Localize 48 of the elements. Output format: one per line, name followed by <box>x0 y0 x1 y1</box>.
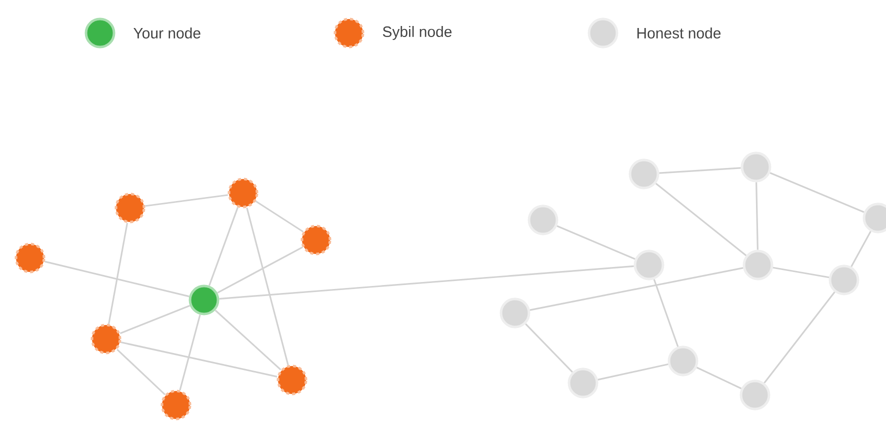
network-node <box>528 204 558 236</box>
connection-line <box>770 172 864 213</box>
connection-line <box>219 265 634 300</box>
network-node <box>668 346 698 376</box>
network-node <box>276 364 308 396</box>
connection-line <box>756 182 758 250</box>
connection-line <box>120 342 278 378</box>
network-node <box>828 264 860 296</box>
connection-line <box>116 348 166 396</box>
legend-label: Honest node <box>637 28 721 38</box>
connection-line <box>255 200 304 232</box>
network-node <box>500 298 530 328</box>
connection-line <box>246 208 289 366</box>
network-node <box>634 250 664 280</box>
network-node <box>114 192 146 224</box>
connection-line <box>659 167 741 174</box>
network-node <box>568 368 598 398</box>
connection-line <box>696 366 742 390</box>
connection-line <box>850 230 872 267</box>
legend-label: Your node <box>134 28 200 38</box>
network-node <box>740 380 770 410</box>
connection-line <box>145 194 228 207</box>
connection-line <box>530 267 744 311</box>
network-node <box>90 324 122 354</box>
connection-line <box>556 225 636 260</box>
legend-label: Sybil node <box>382 26 452 40</box>
connection-line <box>120 304 190 334</box>
network-node <box>742 250 774 280</box>
network-node <box>300 224 332 256</box>
connection-line <box>764 292 836 384</box>
network-node <box>160 390 192 420</box>
network-node <box>628 158 660 190</box>
connection-line <box>179 314 201 390</box>
network-node <box>740 152 772 182</box>
connection-line <box>655 182 747 256</box>
connection-line <box>108 222 128 324</box>
connection-line <box>214 310 282 370</box>
connection-line <box>217 246 303 294</box>
connection-line <box>525 323 573 373</box>
network-node <box>862 202 886 234</box>
connection-line <box>208 207 239 286</box>
connection-line <box>772 266 830 278</box>
network-node <box>228 178 258 208</box>
network-node <box>188 284 220 316</box>
connection-line <box>598 363 668 380</box>
connection-line <box>653 279 679 347</box>
network-node <box>14 242 46 274</box>
connection-line <box>44 260 190 298</box>
